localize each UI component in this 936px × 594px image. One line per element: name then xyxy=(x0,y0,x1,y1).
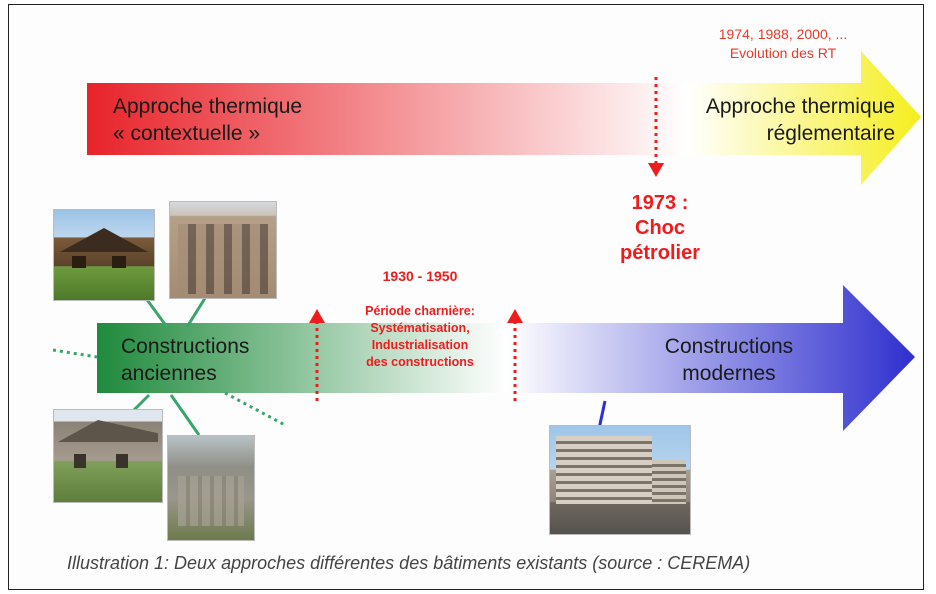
modern-constructions-label: Constructions modernes xyxy=(629,333,829,387)
photo-modern-apartment-block xyxy=(549,425,691,535)
contextual-to-regulatory-arrow xyxy=(87,51,921,185)
transition-description: Période charnière: Systématisation, Indu… xyxy=(327,303,513,371)
photo-old-farmhouse xyxy=(53,209,155,301)
regulatory-approach-line1: Approche thermique xyxy=(705,95,895,118)
diagram-canvas xyxy=(52,51,921,436)
photo-old-village-house xyxy=(53,409,163,503)
oil-shock-arrowhead xyxy=(648,163,664,177)
connector-old-1 xyxy=(143,296,169,328)
connector-old-dotted-left xyxy=(52,348,98,359)
oil-shock-line3: pétrolier xyxy=(619,242,701,264)
old-constructions-label: Constructions anciennes xyxy=(121,333,249,387)
rt-years: 1974, 1988, 2000, ... xyxy=(718,26,848,42)
oil-shock-label: 1973 : Choc pétrolier xyxy=(605,191,715,266)
connector-old-dotted-right xyxy=(224,391,286,427)
rt-evolution-note: 1974, 1988, 2000, ... Evolution des RT xyxy=(673,25,893,63)
period-start-arrowhead xyxy=(309,309,325,323)
transition-line1: Période charnière: xyxy=(365,304,475,318)
transition-line2: Systématisation, xyxy=(370,321,470,335)
oil-shock-year: 1973 : xyxy=(631,192,689,214)
contextual-approach-line1: Approche thermique xyxy=(113,95,303,118)
contextual-approach-label: Approche thermique « contextuelle » xyxy=(113,93,302,147)
oil-shock-line2: Choc xyxy=(635,217,685,239)
transition-line4: des constructions xyxy=(366,355,474,369)
transition-years: 1930 - 1950 xyxy=(382,268,458,284)
modern-constructions-line1: Constructions xyxy=(664,335,794,358)
contextual-approach-line2: « contextuelle » xyxy=(113,122,261,145)
connector-modern xyxy=(597,400,607,430)
old-constructions-line2: anciennes xyxy=(121,362,217,385)
old-constructions-line1: Constructions xyxy=(121,335,250,358)
illustration-frame: Approche thermique « contextuelle » Appr… xyxy=(8,4,924,590)
regulatory-approach-label: Approche thermique réglementaire xyxy=(669,93,895,147)
photo-old-apartment-building xyxy=(169,201,277,299)
connector-old-2 xyxy=(185,294,209,328)
period-end-arrowhead xyxy=(507,309,523,323)
regulatory-approach-line2: réglementaire xyxy=(766,122,895,145)
old-to-modern-constructions-arrow xyxy=(97,285,915,431)
transition-line3: Industrialisation xyxy=(371,338,469,352)
figure-caption: Illustration 1: Deux approches différent… xyxy=(67,553,751,573)
modern-constructions-line2: modernes xyxy=(682,362,776,385)
photo-old-stone-village xyxy=(167,435,255,541)
connector-old-4 xyxy=(169,394,201,436)
rt-evolution-label: Evolution des RT xyxy=(729,45,837,61)
